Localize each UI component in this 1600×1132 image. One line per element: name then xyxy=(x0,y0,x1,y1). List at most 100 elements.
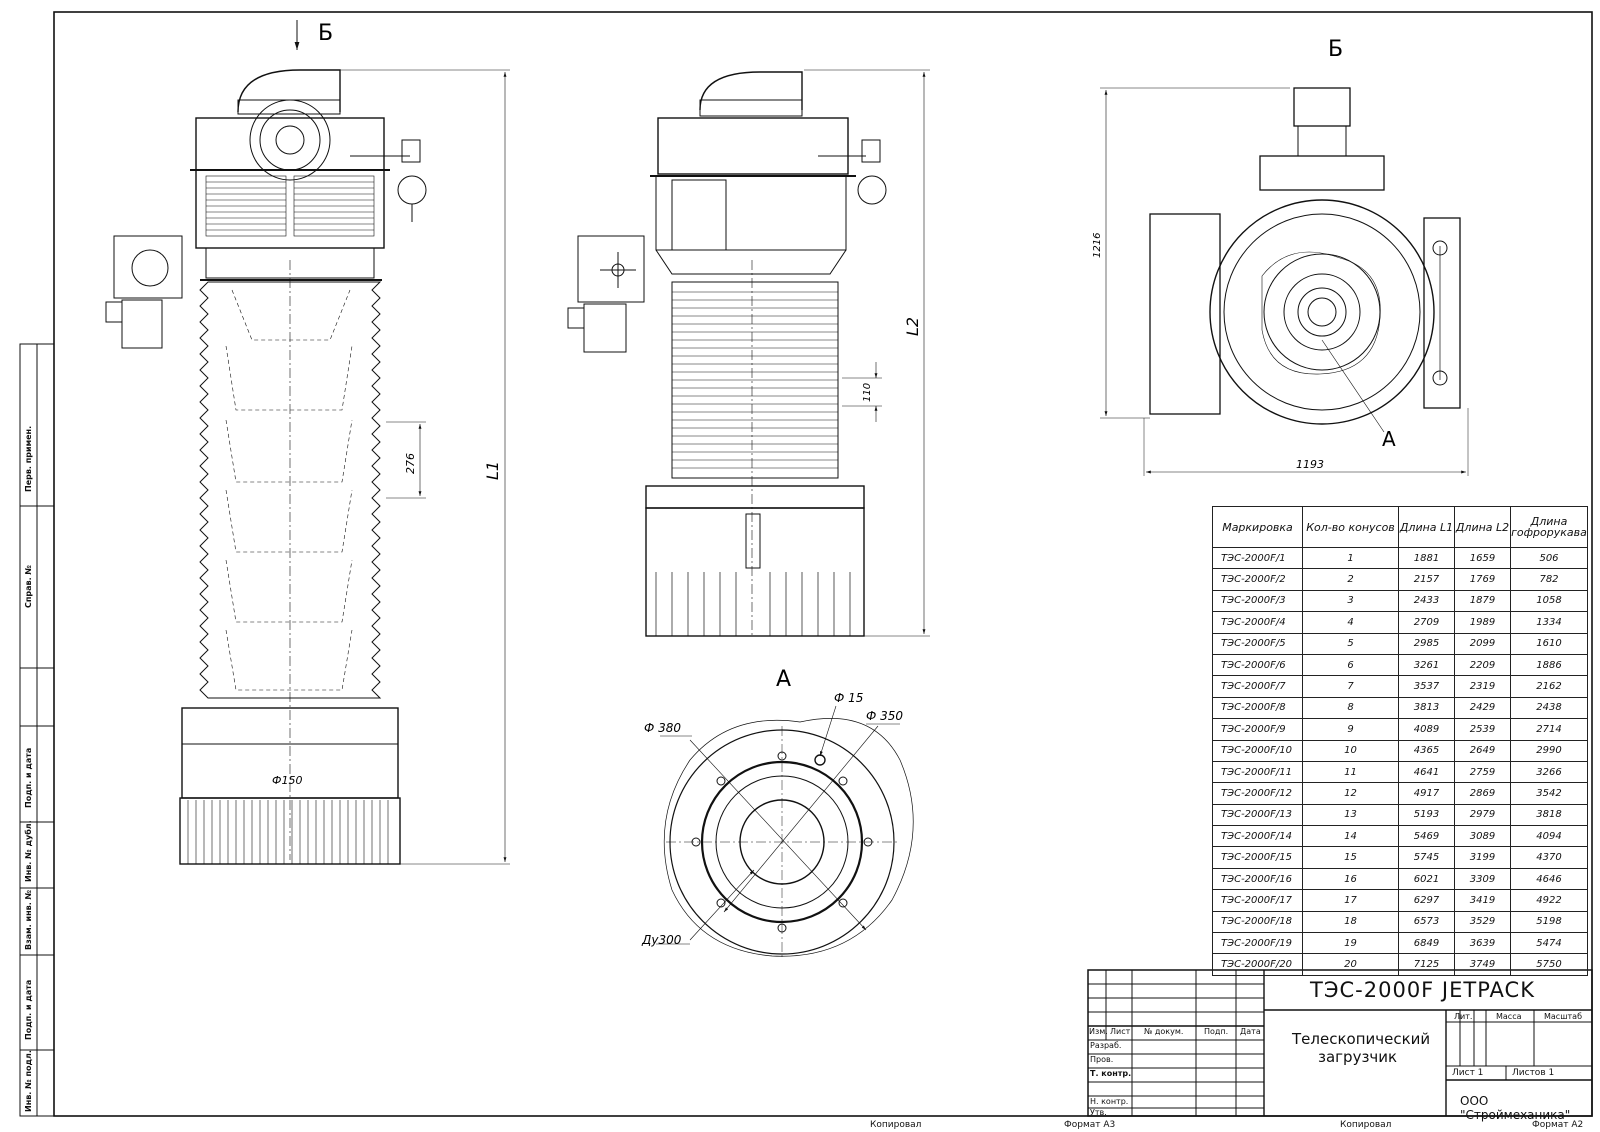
table-cell: ТЭС-2000F/18 xyxy=(1212,910,1303,934)
table-cell: 2429 xyxy=(1454,696,1511,720)
table-cell: 4641 xyxy=(1398,760,1455,784)
footer-kopiroval-1: Копировал xyxy=(870,1120,922,1130)
table-cell: 20 xyxy=(1302,953,1399,976)
table-cell: 4094 xyxy=(1510,825,1588,848)
table-cell: ТЭС-2000F/10 xyxy=(1212,739,1303,762)
tb-lit: Лит. xyxy=(1454,1012,1473,1021)
table-cell: 4089 xyxy=(1398,718,1455,741)
table-cell: 9 xyxy=(1302,718,1399,741)
dim-1193: 1193 xyxy=(1296,458,1324,471)
tb-row-nkontr: Н. контр. xyxy=(1090,1097,1129,1106)
table-cell: 7125 xyxy=(1398,953,1455,976)
table-cell: ТЭС-2000F/17 xyxy=(1212,889,1303,912)
table-cell: 3266 xyxy=(1510,760,1588,784)
table-cell: 2162 xyxy=(1510,675,1588,698)
front-view xyxy=(105,20,510,865)
table-cell: 1886 xyxy=(1510,653,1588,677)
dim-1216: 1216 xyxy=(1092,233,1103,258)
tb-masshtab: Масштаб xyxy=(1544,1012,1583,1021)
th-l2: Длина L2 xyxy=(1454,506,1511,548)
table-cell: 1989 xyxy=(1454,611,1511,634)
table-cell: 1058 xyxy=(1510,589,1588,613)
tb-row-utv: Утв. xyxy=(1090,1108,1107,1117)
table-cell: 4917 xyxy=(1398,782,1455,805)
table-cell: 2433 xyxy=(1398,589,1455,613)
table-cell: ТЭС-2000F/13 xyxy=(1212,803,1303,827)
th-marking: Маркировка xyxy=(1212,506,1303,548)
title-name-line2: загрузчик xyxy=(1318,1048,1398,1066)
table-cell: 3089 xyxy=(1454,825,1511,848)
table-cell: ТЭС-2000F/9 xyxy=(1212,718,1303,741)
tb-row-tkontr: Т. контр. xyxy=(1090,1069,1132,1078)
table-cell: 7 xyxy=(1302,675,1399,698)
table-cell: 6 xyxy=(1302,653,1399,677)
title-designation: ТЭС-2000F JETPACK xyxy=(1310,978,1535,1002)
dim-l2: L2 xyxy=(903,317,922,336)
sheet-frame xyxy=(19,11,1593,1117)
table-cell: ТЭС-2000F/16 xyxy=(1212,867,1303,891)
table-cell: 6573 xyxy=(1398,910,1455,934)
table-cell: 2319 xyxy=(1454,675,1511,698)
dim-276: 276 xyxy=(404,453,417,474)
table-cell: 2869 xyxy=(1454,782,1511,805)
table-cell: ТЭС-2000F/11 xyxy=(1212,760,1303,784)
dim-110: 110 xyxy=(862,383,873,402)
table-cell: 2209 xyxy=(1454,653,1511,677)
tb-row-prov: Пров. xyxy=(1090,1055,1114,1064)
table-cell: 12 xyxy=(1302,782,1399,805)
table-cell: 5198 xyxy=(1510,910,1588,934)
table-cell: 3 xyxy=(1302,589,1399,613)
table-cell: 6849 xyxy=(1398,932,1455,955)
table-cell: 3261 xyxy=(1398,653,1455,677)
table-cell: 5474 xyxy=(1510,932,1588,955)
table-cell: 4646 xyxy=(1510,867,1588,891)
th-hose: Длина гофрорукава xyxy=(1510,506,1588,548)
table-cell: ТЭС-2000F/4 xyxy=(1212,611,1303,634)
view-a xyxy=(656,705,914,958)
table-cell: 5745 xyxy=(1398,846,1455,869)
title-name-line1: Телескопический xyxy=(1292,1030,1431,1048)
table-cell: 1879 xyxy=(1454,589,1511,613)
table-cell: 3419 xyxy=(1454,889,1511,912)
side-label-inv-dubl: Инв. № дубл. xyxy=(24,820,33,882)
table-cell: 13 xyxy=(1302,803,1399,827)
footer-format-1: Формат А3 xyxy=(1064,1120,1116,1130)
table-cell: 2438 xyxy=(1510,696,1588,720)
table-cell: ТЭС-2000F/20 xyxy=(1212,953,1303,976)
table-cell: 1769 xyxy=(1454,568,1511,591)
tb-sheet: Лист 1 xyxy=(1452,1068,1484,1078)
table-cell: ТЭС-2000F/19 xyxy=(1212,932,1303,955)
table-cell: 2979 xyxy=(1454,803,1511,827)
table-cell: 4370 xyxy=(1510,846,1588,869)
table-cell: 5750 xyxy=(1510,953,1588,976)
table-cell: 2157 xyxy=(1398,568,1455,591)
view-b-title: Б xyxy=(1328,37,1343,62)
table-cell: 10 xyxy=(1302,739,1399,762)
table-cell: 3813 xyxy=(1398,696,1455,720)
table-cell: 8 xyxy=(1302,696,1399,720)
footer-format-2: Формат А2 xyxy=(1532,1120,1584,1130)
dim-phi380: Ф 380 xyxy=(644,721,681,735)
table-cell: 6297 xyxy=(1398,889,1455,912)
table-cell: 782 xyxy=(1510,568,1588,591)
tb-col-podp: Подп. xyxy=(1204,1027,1229,1036)
spec-table: Маркировка Кол-во конусов Длина L1 Длина… xyxy=(1212,506,1588,976)
tb-sheets: Листов 1 xyxy=(1512,1068,1555,1078)
view-b-arrow-label: Б xyxy=(318,21,333,46)
table-cell: 2539 xyxy=(1454,718,1511,741)
table-cell: ТЭС-2000F/8 xyxy=(1212,696,1303,720)
table-cell: ТЭС-2000F/2 xyxy=(1212,568,1303,591)
tb-row-razrab: Разраб. xyxy=(1090,1041,1122,1050)
title-block-frame xyxy=(1087,969,1593,1117)
table-cell: 19 xyxy=(1302,932,1399,955)
